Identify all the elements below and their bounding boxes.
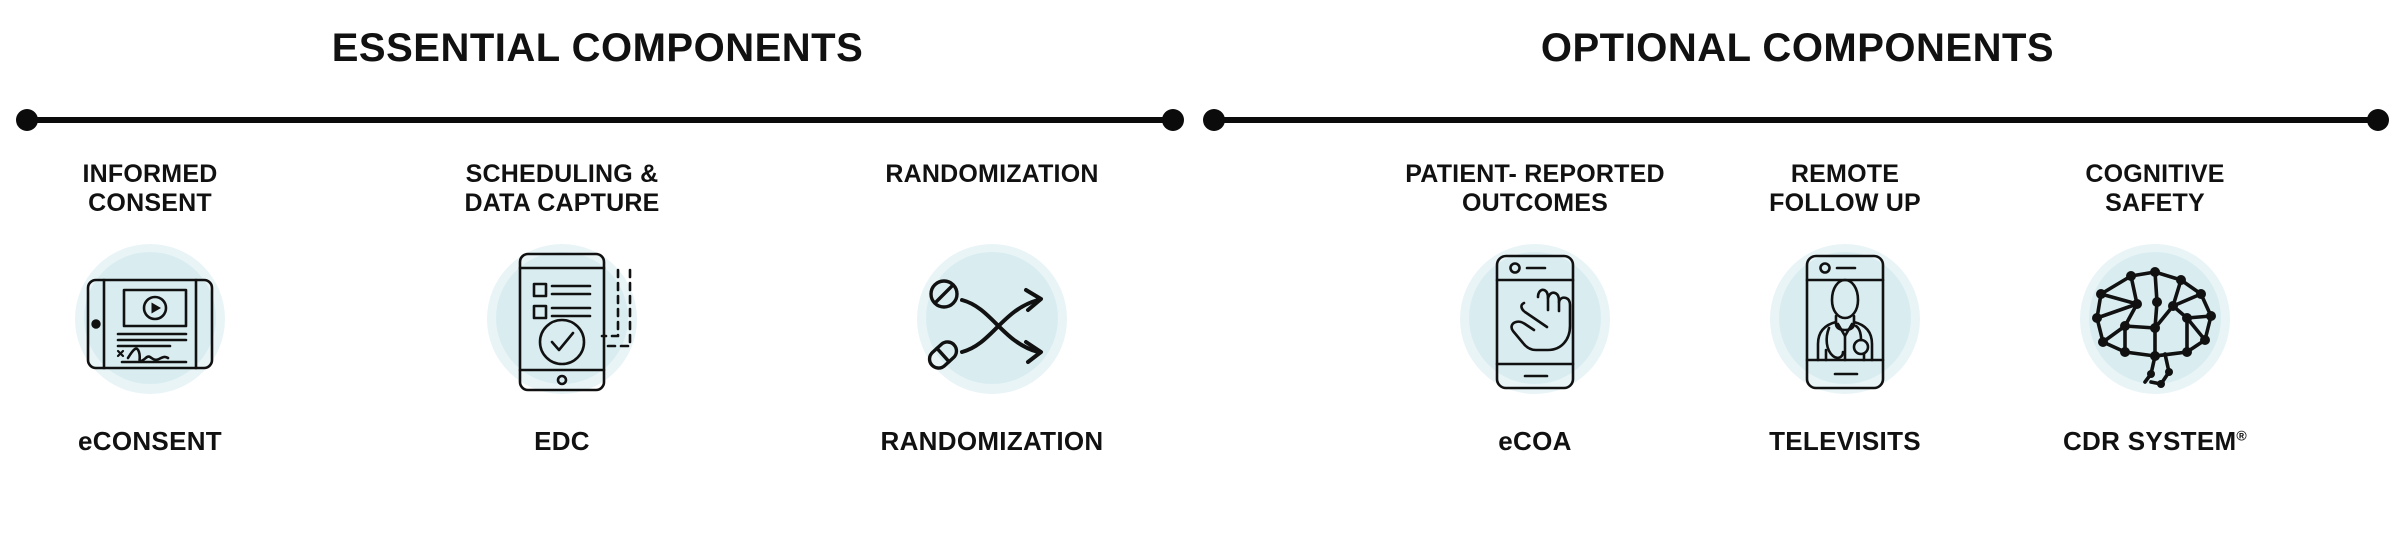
crossing-arrows-pills-icon (927, 279, 1043, 370)
section-title-essential: ESSENTIAL COMPONENTS (331, 26, 864, 70)
network-brain-icon (2092, 267, 2216, 388)
component-label-televisits: TELEVISITS (1769, 426, 1921, 456)
component-econsent[interactable]: INFORMED CONSENT (0, 160, 300, 560)
component-heading-televisits: REMOTE FOLLOW UP (1769, 160, 1921, 217)
component-televisits[interactable]: REMOTE FOLLOW UP (1695, 160, 1995, 560)
rule-bar (1214, 117, 2378, 123)
phone-doctor-video-icon (1805, 254, 1885, 390)
component-label-ecoa: eCOA (1498, 426, 1572, 456)
component-randomization[interactable]: RANDOMIZATION (842, 160, 1142, 560)
component-label-edc: EDC (534, 426, 590, 456)
icon-wrapper-televisits (1695, 232, 1995, 412)
component-label-cdr-system: CDR SYSTEM® (2062, 426, 2248, 456)
icon-wrapper-randomization (842, 232, 1142, 412)
icon-wrapper-ecoa (1385, 232, 1685, 412)
component-heading-ecoa: PATIENT- REPORTED OUTCOMES (1405, 160, 1665, 217)
icon-blob-front (496, 252, 628, 384)
component-heading-randomization: RANDOMIZATION (885, 160, 1099, 188)
component-edc[interactable]: SCHEDULING & DATA CAPTURE (412, 160, 712, 560)
section-title-optional: OPTIONAL COMPONENTS (1540, 26, 2055, 70)
section-optional-components: OPTIONAL COMPONENTS PATIENT- REPORTED OU… (1195, 0, 2400, 560)
component-heading-edc: SCHEDULING & DATA CAPTURE (464, 160, 660, 217)
phone-hand-tap-icon (1495, 254, 1575, 390)
section-essential-components: ESSENTIAL COMPONENTS INFORMED CONSENT (0, 0, 1195, 560)
section-divider-optional (1203, 109, 2389, 131)
section-divider-essential (16, 109, 1184, 131)
component-label-econsent: eCONSENT (78, 426, 222, 456)
icon-wrapper-econsent (0, 232, 300, 412)
component-heading-cdr-system: COGNITIVE SAFETY (2085, 160, 2225, 217)
rule-cap-right-icon (2367, 109, 2389, 131)
component-heading-econsent: INFORMED CONSENT (82, 160, 218, 217)
tablet-video-signature-icon (86, 278, 214, 370)
component-cdr-system[interactable]: COGNITIVE SAFETY (2005, 160, 2305, 560)
rule-cap-right-icon (1162, 109, 1184, 131)
component-label-randomization: RANDOMIZATION (880, 426, 1104, 456)
icon-wrapper-cdr-system (2005, 232, 2305, 412)
rule-bar (27, 117, 1173, 123)
registered-trademark-icon: ® (2236, 427, 2248, 444)
phone-checklist-data-icon (518, 252, 632, 392)
icon-wrapper-edc (412, 232, 712, 412)
component-ecoa[interactable]: PATIENT- REPORTED OUTCOMES (1385, 160, 1685, 560)
